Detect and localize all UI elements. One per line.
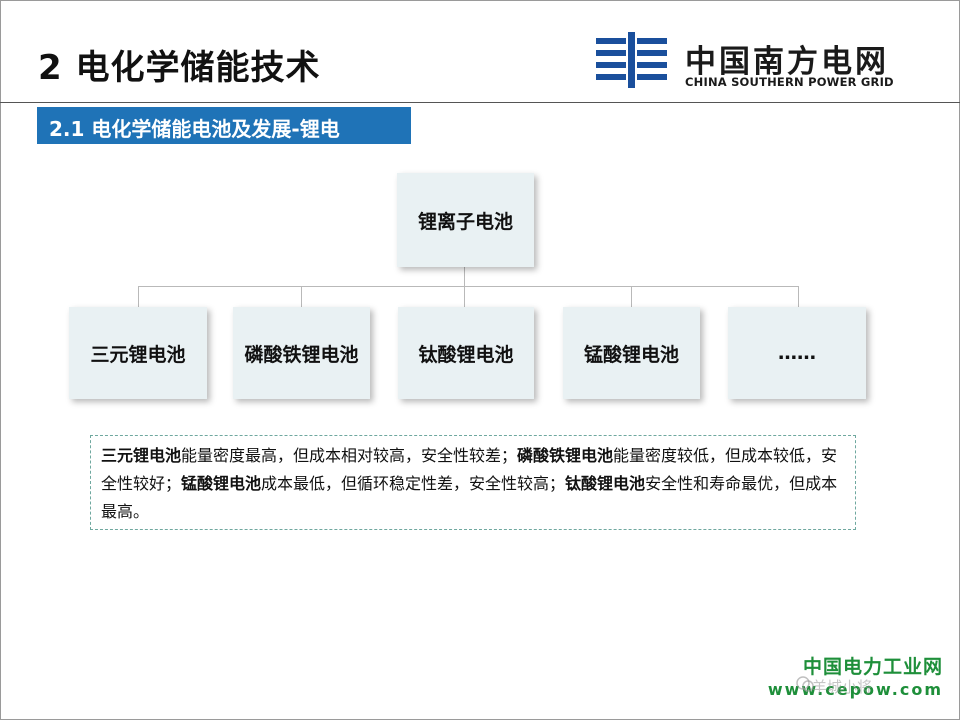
company-logo: 中国南方电网 CHINA SOUTHERN POWER GRID: [592, 30, 922, 90]
child-node-lithium-titanate: 钛酸锂电池: [398, 307, 534, 399]
wechat-icon: [796, 676, 814, 692]
page-title: 2 电化学储能技术: [38, 48, 321, 88]
root-connector: [464, 267, 465, 287]
child-connector-2: [301, 286, 302, 307]
child-node-ternary-lithium: 三元锂电池: [69, 307, 207, 399]
power-grid-logo-icon: [596, 32, 667, 88]
watermark-site-name: 中国电力工业网: [802, 656, 943, 678]
site-watermark: 中国电力工业网 www.cepow.com: [768, 652, 943, 704]
branch-connector: [138, 286, 798, 287]
desc-ternary-text: 能量密度最高，但成本相对较高，安全性较差；: [181, 446, 518, 465]
desc-ternary-label: 三元锂电池: [101, 446, 182, 465]
desc-lfp-label: 磷酸铁锂电池: [517, 446, 614, 465]
section-subtitle: 2.1 电化学储能电池及发展-锂电: [49, 117, 340, 141]
header-divider: [0, 102, 960, 103]
watermark-url: www.cepow.com: [767, 680, 943, 699]
logo-english-name: CHINA SOUTHERN POWER GRID: [685, 75, 894, 89]
child-node-more: ……: [728, 307, 866, 399]
desc-lmo-label: 锰酸锂电池: [181, 474, 262, 493]
child-node-lithium-manganate: 锰酸锂电池: [563, 307, 700, 399]
section-subtitle-bar: 2.1 电化学储能电池及发展-锂电: [37, 107, 411, 144]
desc-lfp-text: 能量密度较低，但成本较低，安全性较好；: [101, 446, 838, 493]
desc-lto-text: 安全性和寿命最优，但成本最高。: [101, 474, 838, 521]
child-connector-3: [464, 286, 465, 307]
root-node-lithium-ion-battery: 锂离子电池: [397, 173, 534, 267]
child-node-lithium-iron-phosphate: 磷酸铁锂电池: [233, 307, 370, 399]
desc-lmo-text: 成本最低，但循环稳定性差，安全性较高；: [261, 474, 566, 493]
desc-lto-label: 钛酸锂电池: [565, 474, 646, 493]
author-watermark: 羊城小将: [812, 678, 873, 696]
comparison-description: 三元锂电池能量密度最高，但成本相对较高，安全性较差；磷酸铁锂电池能量密度较低，但…: [90, 435, 856, 530]
logo-chinese-name: 中国南方电网: [685, 44, 889, 80]
child-connector-1: [138, 286, 139, 307]
child-connector-5: [798, 286, 799, 307]
child-connector-4: [631, 286, 632, 307]
